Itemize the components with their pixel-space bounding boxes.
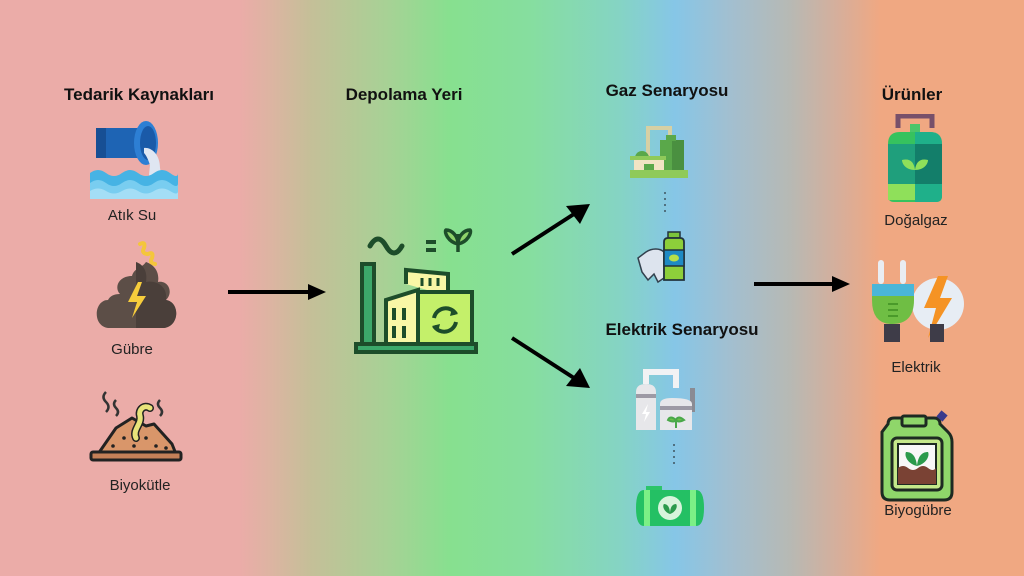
electric-scenario-heading: Elektrik Senaryosu — [605, 320, 759, 339]
product-label-electricity: Elektrik — [891, 359, 941, 376]
power-digester-icon — [636, 369, 695, 430]
fertilizer-canister-icon — [880, 410, 954, 502]
arrow-sources-to-storage — [228, 284, 326, 300]
sources-heading: Tedarik Kaynakları — [64, 85, 214, 104]
biogas-plant-factory-icon — [354, 228, 478, 354]
cow-gas-cylinder-icon — [637, 231, 685, 284]
manure-energy-icon — [96, 241, 177, 328]
source-label-wastewater: Atık Su — [107, 207, 157, 224]
arrow-storage-to-electric — [510, 336, 590, 388]
product-label-natural-gas: Doğalgaz — [884, 212, 948, 229]
products-heading: Ürünler — [881, 85, 943, 104]
arrow-storage-to-gas — [510, 204, 590, 256]
electric-scenario-continuation-dots — [672, 444, 676, 468]
wastewater-pipe-icon — [90, 121, 178, 199]
storage-heading: Depolama Yeri — [345, 85, 463, 104]
source-label-biomass: Biyokütle — [109, 477, 171, 494]
gas-scenario-heading: Gaz Senaryosu — [605, 81, 729, 100]
gas-scenario-continuation-dots — [663, 192, 667, 216]
arrow-scenarios-to-products — [754, 276, 850, 292]
biogas-facility-icon — [630, 126, 688, 178]
plug-lightning-icon — [872, 260, 964, 342]
source-label-manure: Gübre — [111, 341, 153, 358]
gas-cylinder-icon — [888, 114, 942, 202]
green-tank-icon — [636, 486, 704, 526]
product-label-biofertilizer: Biyogübre — [884, 502, 952, 519]
biomass-soil-icon — [89, 391, 183, 462]
